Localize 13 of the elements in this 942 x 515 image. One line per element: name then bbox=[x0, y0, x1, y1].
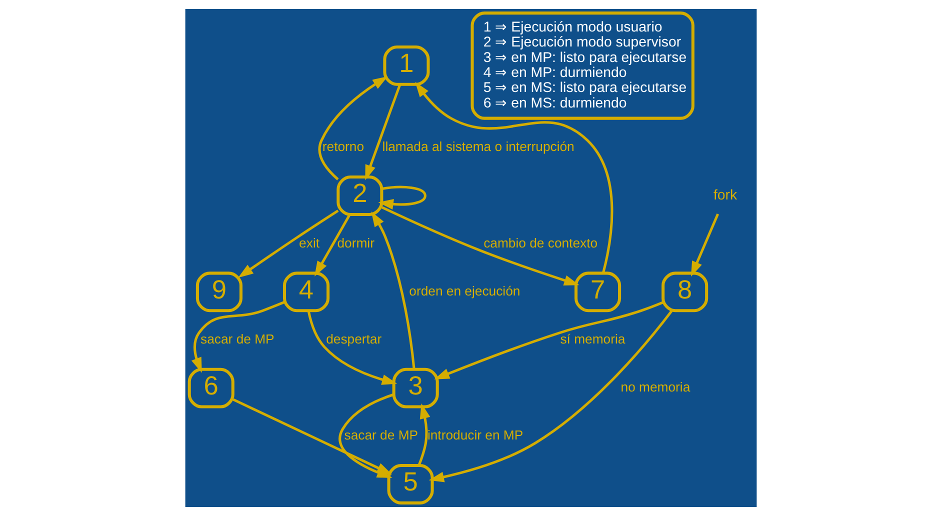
edge-label: introducir en MP bbox=[427, 427, 524, 442]
edge-label: orden en ejecución bbox=[409, 282, 520, 298]
edge-label: sacar de MP bbox=[344, 427, 418, 442]
edge-label: dormir bbox=[337, 234, 374, 250]
edge-label: no memoria bbox=[620, 379, 690, 394]
edge-label: sí memoria bbox=[560, 330, 626, 346]
edge-label: exit bbox=[299, 234, 320, 250]
edge-label: sacar de MP bbox=[200, 330, 274, 346]
edge-label: retorno bbox=[322, 138, 364, 154]
edge-label: despertar bbox=[326, 330, 382, 346]
node-text: fork bbox=[714, 186, 738, 203]
edge-label: cambio de contexto bbox=[484, 234, 598, 250]
edge-label: llamada al sistema o interrupción bbox=[382, 138, 574, 154]
